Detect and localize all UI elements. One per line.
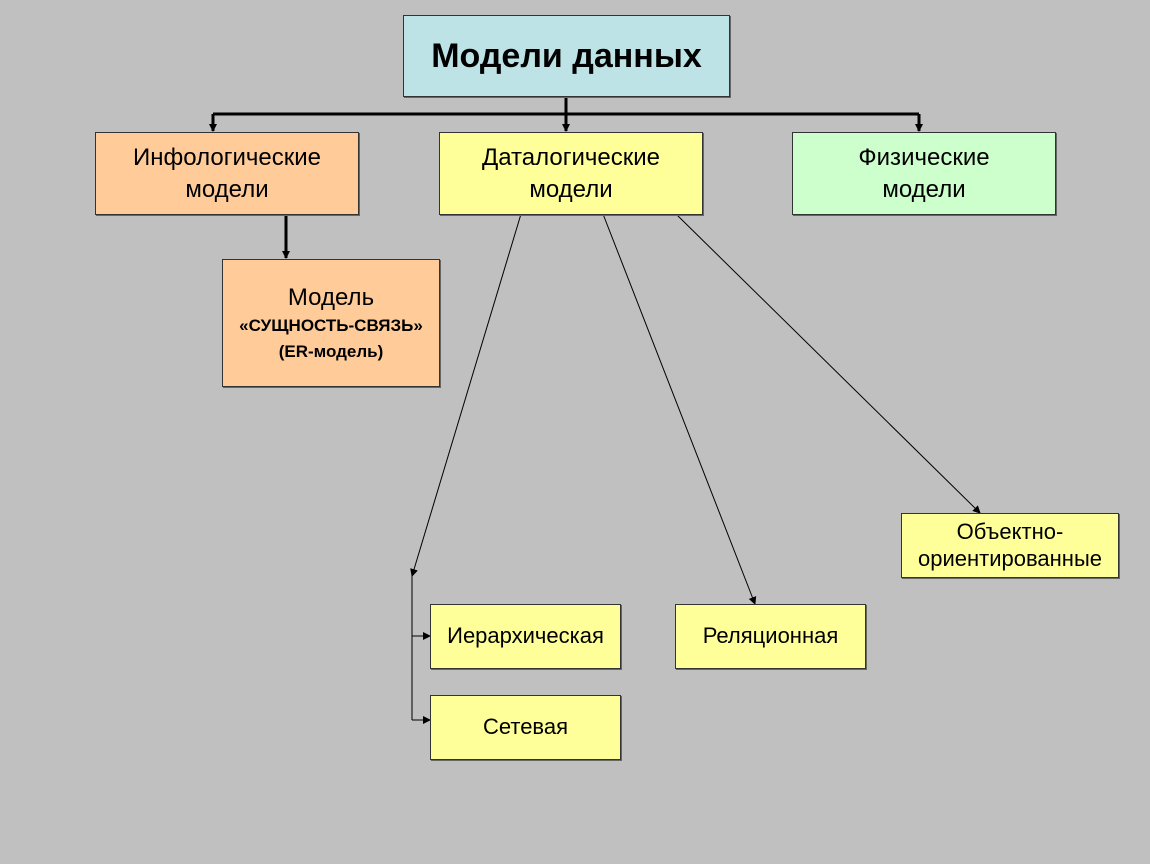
infological-box: Инфологические модели (95, 132, 359, 215)
er-model-box: Модель «СУЩНОСТЬ-СВЯЗЬ» (ER-модель) (222, 259, 440, 387)
arrow-to-relational (602, 213, 757, 605)
datalogical-line2: модели (529, 175, 613, 203)
physical-box: Физические модели (792, 132, 1056, 215)
title-box: Модели данных (403, 15, 730, 97)
er-line2: «СУЩНОСТЬ-СВЯЗЬ» (239, 316, 423, 336)
object-oriented-box: Объектно- ориентированные (901, 513, 1119, 578)
network-box: Сетевая (430, 695, 621, 760)
arrow-to-hier-network (410, 213, 522, 577)
infological-line2: модели (185, 175, 269, 203)
arrow-to-object (675, 213, 981, 514)
physical-line1: Физические (858, 144, 990, 172)
relational-box: Реляционная (675, 604, 866, 669)
datalogical-line1: Даталогические (481, 144, 661, 172)
physical-line2: модели (882, 175, 966, 203)
infological-line1: Инфологические (133, 144, 321, 172)
er-line1: Модель (287, 283, 375, 311)
title: Модели данных (431, 36, 702, 75)
hierarchical-label: Иерархическая (447, 623, 604, 649)
object-line1: Объектно- (956, 519, 1064, 545)
network-label: Сетевая (482, 714, 569, 740)
relational-label: Реляционная (702, 623, 839, 649)
hierarchical-box: Иерархическая (430, 604, 621, 669)
datalogical-box: Даталогические модели (439, 132, 703, 215)
er-line3: (ER-модель) (278, 341, 384, 361)
object-line2: ориентированные (917, 545, 1102, 571)
